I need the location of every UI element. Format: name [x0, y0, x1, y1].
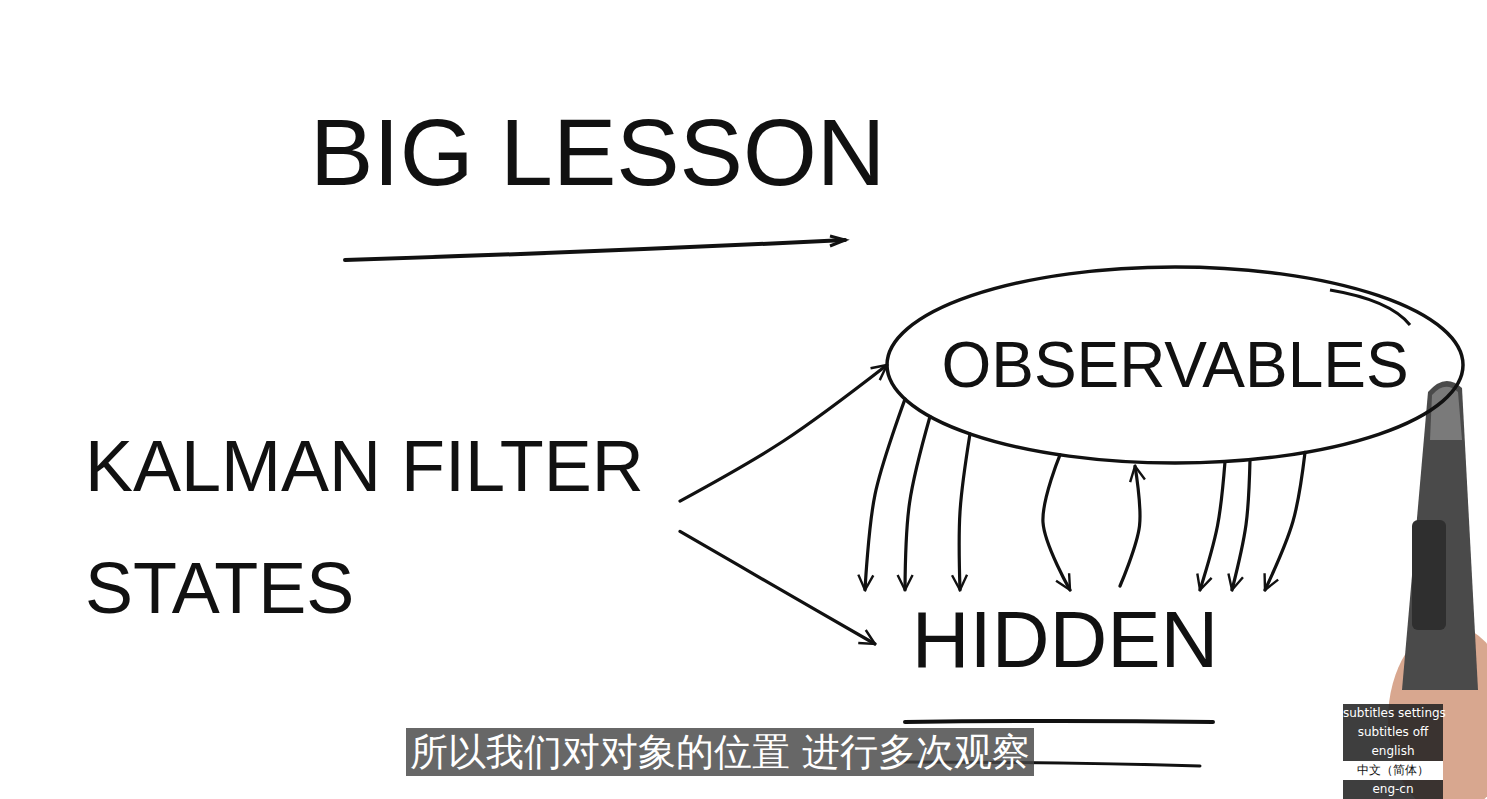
ellipse-overstroke: [1330, 290, 1410, 325]
menu-item: eng-cn: [1343, 780, 1443, 799]
node-text: KALMAN FILTER STATES: [85, 405, 685, 650]
hidden-underline: [905, 721, 1213, 722]
arrow-connector: [680, 531, 875, 644]
menu-item: english: [1343, 742, 1443, 761]
arrow-connector: [905, 417, 930, 590]
hidden-group: HIDDEN: [850, 590, 1280, 698]
arrow-connector: [1232, 460, 1250, 590]
observables-ellipse: OBSERVABLES: [885, 265, 1465, 465]
arrow-connector: [1265, 452, 1305, 590]
menu-item: subtitles settings: [1343, 704, 1443, 723]
menu-item: 中文（简体）: [1343, 761, 1443, 780]
title-underline: [345, 240, 845, 260]
arrow-connector: [680, 365, 887, 501]
menu-item: subtitles off: [1343, 723, 1443, 742]
video-subtitle: 所以我们对对象的位置 进行多次观察: [406, 728, 1034, 776]
title-underline-tail: [830, 236, 845, 246]
subtitle-menu: subtitles settingssubtitles offenglish中文…: [1343, 704, 1443, 799]
pen-tip: [1430, 387, 1462, 440]
arrow-connector: [959, 434, 970, 590]
pen-body: [1402, 381, 1478, 690]
pen-grip: [1412, 520, 1446, 630]
arrow-connector: [865, 399, 905, 590]
arrow-connector: [1200, 462, 1225, 590]
arrow-connector: [1043, 455, 1070, 590]
arrow-connector: [1120, 466, 1140, 586]
state-group: KALMAN FILTER STATES: [85, 405, 685, 658]
node-text: OBSERVABLES: [885, 333, 1465, 397]
node-text: HIDDEN: [850, 590, 1280, 690]
title: BIG LESSON: [310, 92, 885, 212]
